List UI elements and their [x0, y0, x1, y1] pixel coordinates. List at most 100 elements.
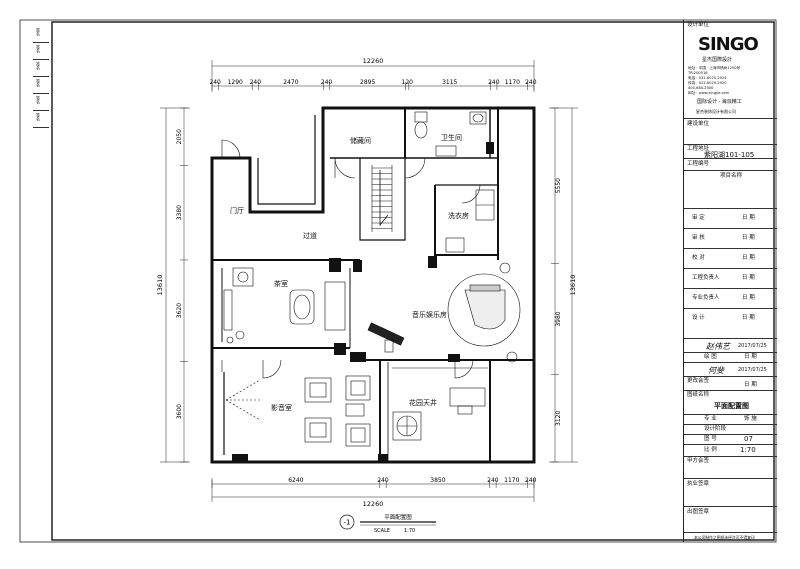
proof-row: 校 对日 期 — [684, 248, 777, 268]
brand-line: 国际设计 · 海派精工 — [697, 99, 742, 105]
sheet-name-value: 平面配置图 — [714, 402, 749, 410]
right-dimension-segment-2: 3120 — [555, 411, 562, 426]
room-label-laundry: 洗衣房 — [448, 211, 469, 220]
left-signature-strip: 签名签名签名签名签名签名 — [33, 26, 49, 128]
bottom-dimension-segment-0: 6240 — [288, 477, 303, 484]
sheet-number-value: 07 — [744, 435, 753, 443]
left-dimension-lines — [160, 107, 190, 463]
staircase — [371, 165, 393, 232]
footer-row: 本公司制作之图纸未经许可不得复印 — [684, 532, 777, 542]
construction-unit-row: 建设单位 — [684, 118, 777, 144]
bottom-dimension-segment-4: 1170 — [504, 477, 519, 484]
room-label-corridor: 过道 — [303, 231, 317, 240]
bottom-dimension-lines — [211, 478, 535, 502]
top-dimension-segment-10: 240 — [525, 79, 537, 86]
top-dimension-segment-4: 240 — [321, 79, 333, 86]
designer-row: 赵伟艺 2017/07/25 — [684, 338, 777, 352]
strip-cell-5: 签名 — [33, 111, 49, 128]
bottom-dimension-segment-1: 240 — [377, 477, 389, 484]
structural-columns — [232, 142, 494, 462]
drafter-label-row: 绘 图 日 期 — [684, 352, 777, 362]
top-dimension-segment-7: 3115 — [442, 79, 457, 86]
top-dimension-segment-8: 240 — [488, 79, 500, 86]
address-line-3: 传真：021-6070-2920 — [688, 81, 727, 85]
left-dimension-segment-0: 2050 — [176, 129, 183, 144]
top-total-dimension: 12260 — [363, 57, 384, 65]
bottom-total-dimension: 12260 — [363, 500, 384, 508]
drawing-scale-label: SCALE — [374, 528, 390, 534]
design-unit-label: 设计单位 — [687, 22, 710, 28]
left-dimension-segment-3: 3600 — [176, 404, 183, 419]
top-dimension-segment-2: 240 — [250, 79, 262, 86]
drawing-number: -1 — [344, 519, 351, 527]
right-dimension-segment-1: 3980 — [555, 311, 562, 326]
discipline-row: 专 业 饰 施 — [684, 414, 777, 424]
stage-row: 设计阶段 — [684, 424, 777, 434]
top-dimension-segment-9: 1170 — [505, 79, 520, 86]
party-a-row: 甲方会签 — [684, 456, 777, 478]
drafter-row: 何斐 2017/07/25 — [684, 362, 777, 376]
top-dimension-segment-1: 1290 — [228, 79, 243, 86]
change-row: 更改会签 日 期 — [684, 376, 777, 390]
designer-row: 设 计日 期 — [684, 308, 777, 338]
sheet-name-row: 图纸名称 平面配置图 — [684, 390, 777, 414]
footer-note: 本公司制作之图纸未经许可不得复印 — [694, 535, 755, 540]
bottom-dimension-segment-3: 240 — [487, 477, 499, 484]
scale-value: 1:70 — [740, 446, 756, 454]
check-row: 审 核日 期 — [684, 228, 777, 248]
top-dimension-segment-6: 120 — [402, 79, 414, 86]
room-label-tea-room: 茶室 — [274, 279, 288, 288]
project-address-row: 工程地址 紫阳湖101-105 — [684, 144, 777, 159]
bottom-dimension-segment-5: 240 — [525, 477, 537, 484]
company-logo: SINGO — [698, 34, 759, 55]
courtyard-furniture — [392, 367, 488, 441]
project-name-row: 项目名称 — [684, 170, 777, 208]
company-logo-subtitle: 星杰国際設計 — [702, 57, 733, 63]
scale-row: 比 例 1:70 — [684, 444, 777, 456]
left-total-dimension: 13610 — [156, 275, 164, 296]
strip-cell-2: 签名 — [33, 60, 49, 77]
top-dimension-segment-3: 2470 — [283, 79, 298, 86]
top-dimension-segment-5: 2895 — [360, 79, 375, 86]
address-line-0: 地址：中国 · 上海市杨树1250号 — [688, 66, 741, 70]
drafter-date: 2017/07/25 — [738, 367, 767, 373]
drawing-name: 平面配置图 — [384, 513, 412, 521]
address-line-5: 网址：www.xingjie.com — [688, 91, 730, 95]
designer-signature: 赵伟艺 — [706, 342, 730, 351]
floor-plan-walls — [210, 106, 536, 464]
drawing-scale-value: 1:70 — [404, 528, 415, 534]
tea-room-furniture — [223, 267, 346, 344]
bottom-dimension-segment-2: 3850 — [430, 477, 445, 484]
top-dimension-lines — [211, 60, 535, 92]
room-label-courtyard: 花园天井 — [409, 398, 437, 407]
strip-cell-0: 签名 — [33, 26, 49, 43]
review-row: 审 定日 期 — [684, 208, 777, 228]
project-number-row: 工程编号 — [684, 158, 777, 170]
sheet-inner-border — [51, 21, 775, 541]
room-label-foyer: 门厅 — [230, 206, 244, 215]
top-dimension-segment-0: 240 — [209, 79, 221, 86]
room-label-music-room: 音乐娱乐房 — [412, 310, 447, 319]
strip-cell-3: 签名 — [33, 77, 49, 94]
right-total-dimension: 13610 — [569, 275, 577, 296]
project-address-value: 紫阳湖101-105 — [704, 151, 755, 159]
strip-cell-4: 签名 — [33, 94, 49, 111]
right-dimension-segment-0: 5550 — [555, 178, 562, 193]
company-line: 星杰装饰设计有限公司 — [696, 109, 736, 114]
address-line-1: TR:200516 — [688, 71, 708, 75]
room-label-cinema: 影音室 — [271, 403, 292, 412]
pm-row: 工程负责人日 期 — [684, 268, 777, 288]
license-row: 执业签章 — [684, 478, 777, 506]
bathroom-fixtures — [414, 111, 487, 157]
music-room-furniture — [367, 262, 521, 363]
laundry-fixtures — [445, 189, 495, 253]
specialist-row: 专业负责人日 期 — [684, 288, 777, 308]
address-line-4: 400-680-2000 — [688, 86, 714, 90]
left-dimension-segment-2: 3620 — [176, 303, 183, 318]
room-label-bathroom: 卫生间 — [441, 133, 462, 142]
drawing-title: -1 平面配置图 SCALE 1:70 — [339, 513, 436, 534]
sheet-number-row: 图 号 07 — [684, 434, 777, 444]
drafter-signature: 何斐 — [708, 366, 724, 375]
